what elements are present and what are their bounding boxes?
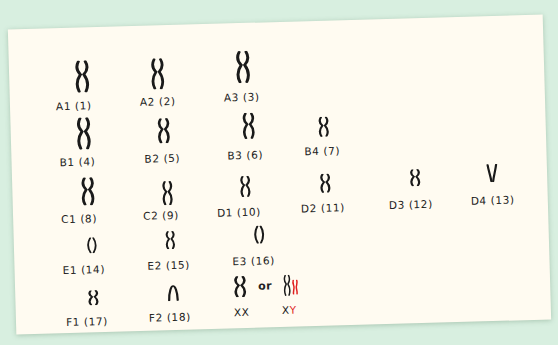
chromosome-label: E1 (14) [62,263,105,276]
chromosome-illustration [8,15,551,335]
chromosome-label: or [258,279,273,292]
chromosome-label: E3 (16) [232,254,275,267]
chromosome-label: D4 (13) [471,193,515,206]
chromosome-label: F2 (18) [149,311,191,324]
chromosome-label: C1 (8) [61,212,97,225]
chromosome-label: F1 (17) [66,315,108,328]
chromosome-label: XX [234,306,250,318]
card: A1 (1) A2 (2) A3 (3) B1 (4) B2 (5) B3 (6) B4 (… [8,15,551,335]
chromosome-label: C2 (9) [143,209,179,222]
chromosome-label: B3 (6) [227,148,263,161]
chromosome-label: A2 (2) [140,95,176,108]
chromosome-label: XY [282,304,297,316]
chromosome-label: D3 (12) [389,198,433,211]
chromosome-label: B1 (4) [59,155,95,168]
chromosome-label: A3 (3) [224,91,260,104]
chromosome-label: B2 (5) [144,152,180,165]
chromosome-label: D1 (10) [217,206,261,219]
chromosome-label: A1 (1) [56,99,92,112]
chromosome-label: B4 (7) [304,144,340,157]
chromosome-label: E2 (15) [147,259,190,272]
chromosome-label: D2 (11) [301,201,345,214]
